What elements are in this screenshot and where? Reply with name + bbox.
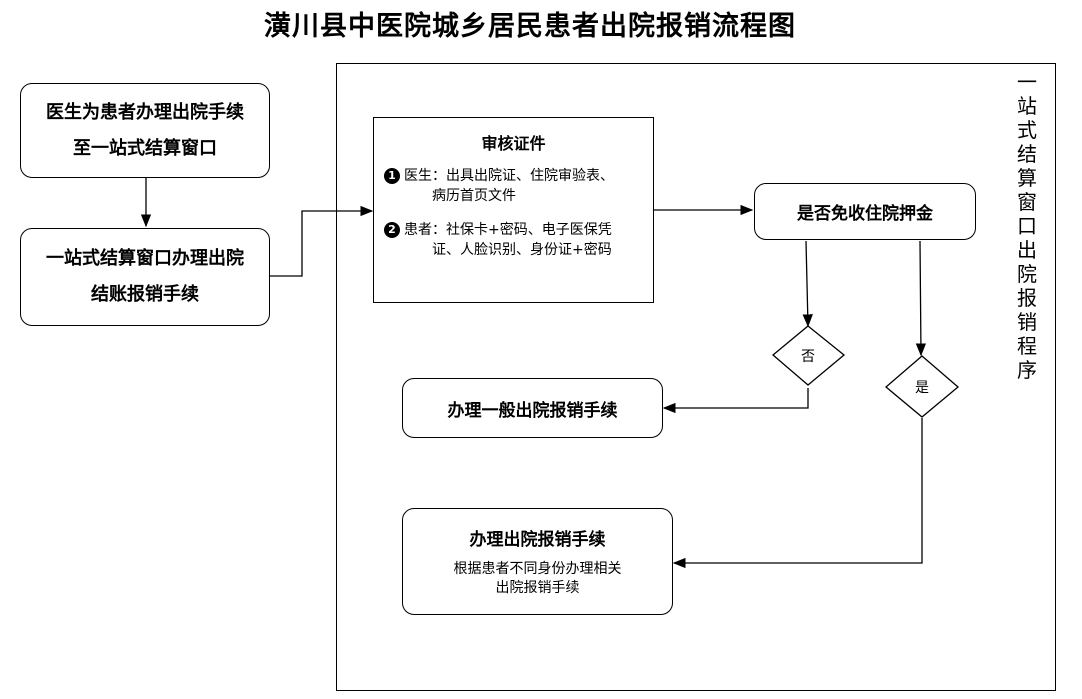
number-1-icon: 1 <box>384 168 400 184</box>
page-title: 潢川县中医院城乡居民患者出院报销流程图 <box>264 11 796 42</box>
review-item-patient-line2: 证、人脸识别、身份证+密码 <box>432 242 612 258</box>
step-window-box: 一站式结算窗口办理出院结账报销手续 <box>20 228 270 326</box>
yes-label: 是 <box>915 380 929 396</box>
review-item-patient: 2 患者：社保卡+密码、电子医保凭 证、人脸识别、身份证+密码 <box>384 220 643 260</box>
review-documents-box: 审核证件 1 医生：出具出院证、住院审验表、 病历首页文件 2 患者：社保卡+密… <box>373 117 654 303</box>
review-item-doctor-line1: 医生：出具出院证、住院审验表、 <box>404 168 614 184</box>
general-discharge-text: 办理一般出院报销手续 <box>447 400 618 421</box>
review-item-patient-line1: 患者：社保卡+密码、电子医保凭 <box>404 222 612 238</box>
discharge-reimburse-box: 办理出院报销手续 根据患者不同身份办理相关 出院报销手续 <box>402 508 673 615</box>
review-heading: 审核证件 <box>481 134 546 153</box>
decision-diamond-yes <box>884 355 960 418</box>
general-discharge-box: 办理一般出院报销手续 <box>402 378 663 438</box>
step-window-text: 一站式结算窗口办理出院结账报销手续 <box>46 248 244 305</box>
arrow-window-to-review <box>270 205 374 277</box>
discharge-desc-line1: 根据患者不同身份办理相关 <box>453 561 622 577</box>
no-label: 否 <box>801 349 815 365</box>
arrow-yes-to-discharge <box>672 418 923 569</box>
arrow-decision-to-yes <box>915 240 927 357</box>
decision-deposit-text: 是否免收住院押金 <box>797 204 933 224</box>
discharge-heading: 办理出院报销手续 <box>469 530 606 550</box>
decision-diamond-no <box>771 325 846 386</box>
side-label: 一站式结算窗口出院报销程序 <box>1017 70 1037 382</box>
number-2-icon: 2 <box>384 222 400 238</box>
review-item-doctor-line2: 病历首页文件 <box>432 188 516 204</box>
review-item-doctor: 1 医生：出具出院证、住院审验表、 病历首页文件 <box>384 166 643 206</box>
arrow-no-to-general <box>662 388 809 414</box>
arrow-decision-to-no <box>802 240 813 328</box>
discharge-desc-line2: 出院报销手续 <box>495 580 580 596</box>
step-doctor-box: 医生为患者办理出院手续至一站式结算窗口 <box>20 83 270 178</box>
window-process-frame <box>336 63 1056 691</box>
step-doctor-text: 医生为患者办理出院手续至一站式结算窗口 <box>46 101 244 159</box>
decision-deposit-box: 是否免收住院押金 <box>754 183 976 240</box>
